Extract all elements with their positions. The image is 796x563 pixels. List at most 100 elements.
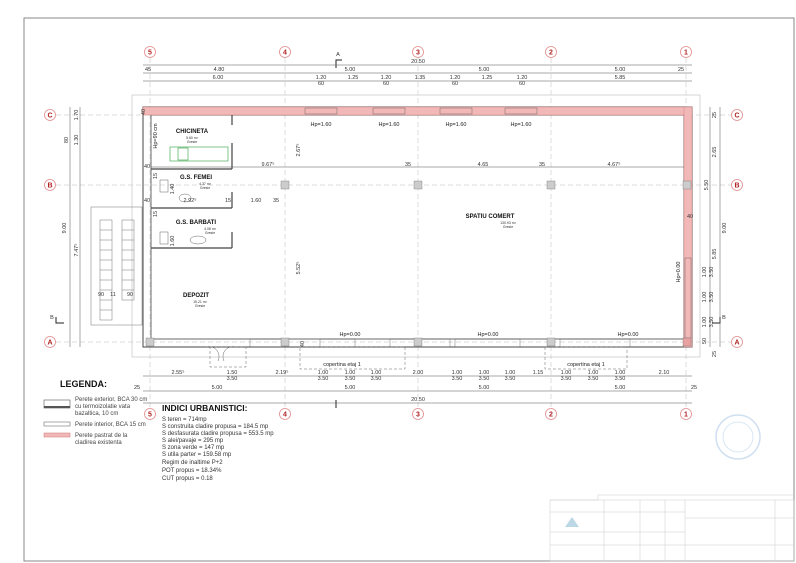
- svg-text:Hp=0.00: Hp=0.00: [618, 332, 639, 338]
- dimension-lines: [69, 64, 721, 404]
- svg-text:25: 25: [691, 385, 697, 391]
- svg-text:1.20: 1.20: [450, 75, 461, 81]
- svg-text:2: 2: [549, 412, 553, 419]
- svg-text:60: 60: [452, 81, 458, 87]
- svg-text:4.65: 4.65: [478, 162, 489, 168]
- svg-text:25: 25: [678, 67, 684, 73]
- svg-text:4.67⁵: 4.67⁵: [608, 161, 621, 168]
- svg-text:9.00: 9.00: [62, 223, 68, 234]
- axis-3-bottom: 3: [412, 408, 424, 420]
- legend-exterior-wall: Perete exterior, BCA 30 cm cu termoizola…: [43, 397, 147, 417]
- svg-text:15.21 m²: 15.21 m²: [193, 300, 208, 304]
- svg-text:5: 5: [148, 50, 152, 57]
- room-gs-femei: G.S. FEMEI 4.37 m² Gresie: [180, 175, 212, 190]
- svg-text:3.50: 3.50: [709, 267, 715, 278]
- svg-text:CUT propus = 0.18: CUT propus = 0.18: [162, 476, 213, 482]
- section-b-label-right: B: [722, 315, 726, 321]
- existing-wall-right: [683, 106, 693, 348]
- svg-text:90: 90: [98, 292, 104, 298]
- svg-text:1.00: 1.00: [505, 370, 516, 376]
- svg-text:Hp=1.60: Hp=1.60: [446, 122, 467, 128]
- svg-text:90: 90: [127, 292, 133, 298]
- svg-text:2.00: 2.00: [413, 370, 424, 376]
- svg-text:S zona verde = 147 mp: S zona verde = 147 mp: [162, 445, 225, 451]
- room-gs-barbati: G.S. BARBATI 4.08 m² Gresie: [176, 220, 217, 235]
- svg-text:C: C: [734, 113, 739, 120]
- sanitary-fixtures: [169, 146, 229, 162]
- svg-text:5.00: 5.00: [479, 67, 490, 73]
- svg-text:2: 2: [549, 50, 553, 57]
- svg-text:Hp=0.00: Hp=0.00: [676, 262, 682, 283]
- svg-text:Hp=1.60: Hp=1.60: [511, 122, 532, 128]
- svg-text:1.00: 1.00: [615, 370, 626, 376]
- svg-text:3.50: 3.50: [615, 376, 626, 382]
- svg-text:40: 40: [687, 214, 693, 220]
- section-b-label: B: [50, 315, 54, 321]
- svg-text:3.50: 3.50: [505, 376, 516, 382]
- legend-interior-wall: Perete interior, BCA 15 cm: [43, 421, 146, 428]
- svg-text:3.50: 3.50: [561, 376, 572, 382]
- svg-text:5.00: 5.00: [615, 67, 626, 73]
- svg-text:DEPOZIT: DEPOZIT: [183, 293, 209, 299]
- svg-text:S alei/pavaje = 295 mp: S alei/pavaje = 295 mp: [162, 438, 224, 444]
- section-a-label: A: [336, 52, 340, 58]
- svg-text:5.50: 5.50: [704, 180, 710, 191]
- svg-text:Regim de inaltime P+2: Regim de inaltime P+2: [162, 460, 223, 466]
- svg-text:60: 60: [383, 81, 389, 87]
- svg-text:1.00: 1.00: [345, 370, 356, 376]
- axis-5-top: 5: [144, 46, 156, 58]
- svg-text:S utila parter = 159.58 mp: S utila parter = 159.58 mp: [162, 452, 232, 458]
- svg-text:2.65: 2.65: [712, 147, 718, 158]
- window-height-labels: Hp=1.60 Hp=1.60 Hp=1.60 Hp=1.60 Hp=0.00 …: [153, 122, 682, 368]
- svg-text:INDICI URBANISTICI:: INDICI URBANISTICI:: [162, 403, 248, 413]
- svg-text:Gresie: Gresie: [205, 231, 215, 235]
- svg-text:POT propus = 18.34%: POT propus = 18.34%: [162, 468, 222, 474]
- svg-text:2.55⁵: 2.55⁵: [172, 369, 185, 376]
- svg-text:5.52⁵: 5.52⁵: [295, 262, 302, 275]
- svg-text:1.60: 1.60: [251, 198, 262, 204]
- svg-text:25: 25: [134, 385, 140, 391]
- svg-text:1.00: 1.00: [479, 370, 490, 376]
- svg-text:4: 4: [283, 50, 287, 57]
- svg-text:S construita cladire propusa: S construita cladire propusa = 184.5 mp: [162, 424, 269, 430]
- svg-text:2.67⁵: 2.67⁵: [295, 144, 302, 157]
- svg-text:5.00: 5.00: [615, 385, 626, 391]
- staircase: [90, 206, 143, 326]
- svg-text:S desfasurata cladire propusa: S desfasurata cladire propusa = 553.5 mp: [162, 431, 274, 437]
- stamp-seal: [715, 414, 761, 460]
- svg-text:4.37 m²: 4.37 m²: [199, 182, 212, 186]
- svg-text:45: 45: [145, 67, 151, 73]
- svg-text:5.60 m²: 5.60 m²: [186, 136, 199, 140]
- svg-text:Hp=90 cm: Hp=90 cm: [153, 123, 159, 149]
- svg-text:50: 50: [702, 338, 708, 344]
- svg-text:3.50: 3.50: [479, 376, 490, 382]
- axis-5-bottom: 5: [144, 408, 156, 420]
- svg-text:5.00: 5.00: [479, 385, 490, 391]
- svg-text:1.25: 1.25: [482, 75, 493, 81]
- svg-text:A: A: [734, 340, 739, 347]
- legend: LEGENDA: Perete exterior, BCA 30 cm cu t…: [43, 379, 147, 446]
- axis-bubbles: 5 4 3 2 1 5 4 3 2 1 C B A C B A: [44, 46, 743, 420]
- svg-text:1.00: 1.00: [702, 292, 708, 303]
- svg-text:Perete exterior, BCA 30 cm: Perete exterior, BCA 30 cm: [75, 397, 147, 403]
- svg-text:1.00: 1.00: [371, 370, 382, 376]
- axis-a-right: A: [731, 336, 743, 348]
- svg-text:7.47⁵: 7.47⁵: [73, 244, 80, 257]
- svg-text:1.20: 1.20: [381, 75, 392, 81]
- svg-text:cladirea existenta: cladirea existenta: [75, 440, 122, 446]
- svg-text:20.50: 20.50: [411, 397, 425, 403]
- svg-text:B: B: [47, 183, 52, 190]
- svg-text:4.80: 4.80: [214, 67, 225, 73]
- svg-text:9.67⁵: 9.67⁵: [262, 161, 275, 168]
- svg-text:60: 60: [519, 81, 525, 87]
- svg-text:1.20: 1.20: [316, 75, 327, 81]
- svg-text:80: 80: [64, 137, 70, 143]
- svg-text:25: 25: [712, 351, 718, 357]
- svg-text:copertina etaj 1: copertina etaj 1: [567, 362, 605, 368]
- svg-text:5.00: 5.00: [345, 67, 356, 73]
- svg-text:9.00: 9.00: [722, 223, 728, 234]
- svg-text:3.50: 3.50: [709, 317, 715, 328]
- svg-text:LEGENDA:: LEGENDA:: [60, 379, 107, 389]
- svg-text:3.50: 3.50: [318, 376, 329, 382]
- svg-text:C: C: [47, 113, 52, 120]
